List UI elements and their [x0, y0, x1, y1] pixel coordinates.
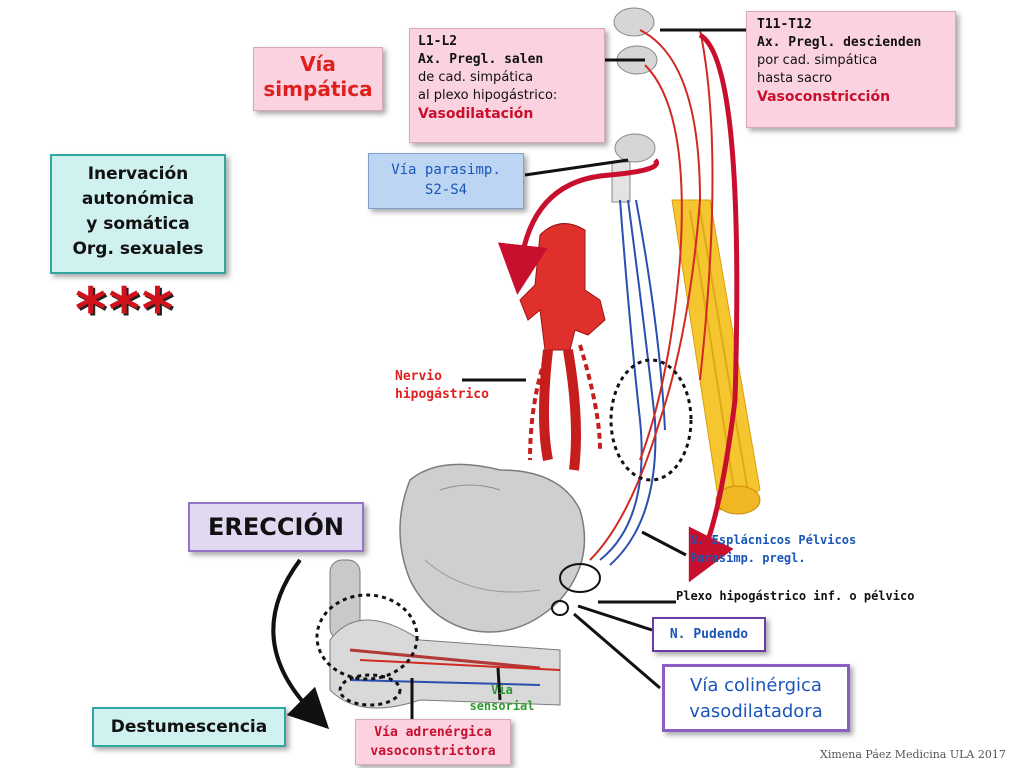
- parasympathetic-nerves: [599, 199, 666, 566]
- parasimp-line2: S2-S4: [424, 182, 468, 198]
- via-simpatica-line1: Vía: [300, 52, 336, 76]
- l1l2-box: L1-L2 Ax. Pregl. salen de cad. simpática…: [409, 28, 605, 143]
- l1l2-effect: Vasodilatación: [418, 106, 534, 122]
- pudendo-box: N. Pudendo: [652, 617, 766, 652]
- pelvic-organs: [329, 463, 586, 641]
- adrenergica-box: Vía adrenérgica vasoconstrictora: [355, 719, 511, 765]
- stars-mark: ***: [75, 275, 176, 345]
- l1l2-segment: L1-L2: [418, 34, 458, 49]
- l1l2-red-arrow: [497, 158, 659, 295]
- ereccion-box: ERECCIÓN: [188, 502, 364, 552]
- inervacion-line4: Org. sexuales: [72, 239, 204, 259]
- sympathetic-nerves: [589, 29, 714, 561]
- colinergica-line2: vasodilatadora: [689, 701, 823, 722]
- nervio-hipogastrico-line2: hipogástrico: [395, 387, 489, 402]
- via-simpatica-box: Vía simpática: [253, 47, 383, 111]
- pudendo-circle: [551, 600, 569, 616]
- sacral-nerve-bundle: [671, 199, 761, 515]
- l1l2-desc1: de cad. simpática: [418, 70, 534, 85]
- colinergica-box: Vía colinérgica vasodilatadora: [662, 664, 850, 732]
- colinergica-line1: Vía colinérgica: [690, 675, 822, 696]
- nervio-hipogastrico-line1: Nervio: [395, 369, 442, 384]
- sensorial-line2: sensorial: [469, 699, 535, 713]
- t11t12-axons: Ax. Pregl. descienden: [757, 35, 922, 50]
- t11t12-red-arrow: [688, 32, 740, 583]
- leader-lines: [410, 28, 757, 720]
- adrenergica-line1: Vía adrenérgica: [374, 725, 492, 740]
- t11t12-segment: T11-T12: [757, 17, 812, 32]
- t11t12-desc2: hasta sacro: [757, 71, 833, 86]
- l1l2-desc2: al plexo hipogástrico:: [418, 88, 558, 103]
- nervio-hipogastrico-label: Nervio hipogástrico: [395, 368, 525, 404]
- esplacnicos-line1: N. Esplácnicos Pélvicos: [690, 533, 857, 547]
- sensorial-line1: Vía: [491, 683, 513, 697]
- ereccion-to-destumescencia-arrow: [271, 558, 330, 730]
- aorta: [519, 223, 606, 471]
- sensorial-label: Vía sensorial: [462, 682, 542, 714]
- penis-shaft: [329, 619, 561, 709]
- t11t12-box: T11-T12 Ax. Pregl. descienden por cad. s…: [746, 11, 956, 128]
- highlight-circles: [315, 358, 693, 707]
- inervacion-line1: Inervación: [87, 164, 189, 184]
- destumescencia-box: Destumescencia: [92, 707, 286, 747]
- plexo-label: Plexo hipogástrico inf. o pélvico: [676, 589, 915, 603]
- inervacion-line3: y somática: [86, 214, 190, 234]
- inervacion-line2: autonómica: [81, 189, 195, 209]
- adrenergica-line2: vasoconstrictora: [370, 744, 496, 759]
- esplacnicos-line2: Parasimp. pregl.: [690, 551, 806, 565]
- l1l2-axons: Ax. Pregl. salen: [418, 52, 544, 67]
- parasimp-line1: Vía parasimp.: [391, 162, 501, 178]
- parasimp-box: Vía parasimp. S2-S4: [368, 153, 524, 209]
- t11t12-effect: Vasoconstricción: [757, 89, 891, 105]
- esplacnicos-label: N. Esplácnicos Pélvicos Parasimp. pregl.: [690, 531, 900, 567]
- t11t12-desc1: por cad. simpática: [757, 53, 878, 68]
- plexo-circle: [559, 563, 601, 593]
- inervacion-box: Inervación autonómica y somática Org. se…: [50, 154, 226, 274]
- footer-credit: Ximena Páez Medicina ULA 2017: [820, 748, 1006, 761]
- via-simpatica-line2: simpática: [263, 77, 373, 101]
